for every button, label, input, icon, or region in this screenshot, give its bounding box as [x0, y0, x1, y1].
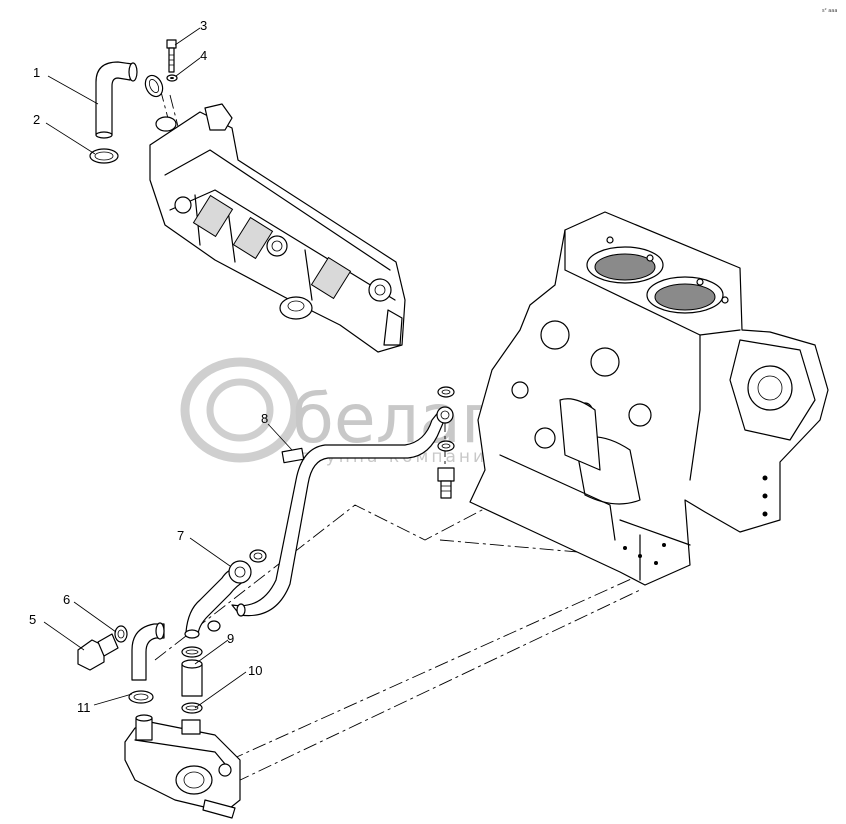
banjo-seals [437, 386, 455, 452]
banjo-bolt [437, 467, 455, 499]
oil-pipe [231, 406, 454, 617]
bolt [166, 39, 177, 73]
callout-8: 8 [261, 411, 268, 426]
breather-hose [95, 61, 138, 139]
callout-2: 2 [33, 112, 40, 127]
callout-4: 4 [200, 48, 207, 63]
hose-clamp-lower [89, 148, 119, 164]
callout-11: 11 [77, 700, 91, 715]
callout-7: 7 [177, 528, 184, 543]
seal-ring [114, 625, 128, 643]
callout-1: 1 [33, 65, 40, 80]
engine-block [469, 211, 829, 586]
drain-plug [77, 633, 119, 671]
callout-3: 3 [200, 18, 207, 33]
leader-lines [43, 27, 293, 709]
callout-9: 9 [227, 631, 234, 646]
sleeve [181, 646, 203, 714]
callout-10: 10 [248, 663, 262, 678]
hose-elbow [128, 622, 165, 704]
oil-cooler [124, 714, 241, 819]
hose-clamp-upper [144, 74, 164, 98]
oil-pipe-banjo [184, 549, 267, 639]
valve-cover [149, 103, 406, 353]
corner-code: s² aaa [822, 8, 837, 14]
callout-6: 6 [63, 592, 70, 607]
washer [166, 74, 178, 82]
callout-5: 5 [29, 612, 36, 627]
callout-labels: 1 2 3 4 5 6 7 8 9 10 11 [29, 18, 268, 715]
